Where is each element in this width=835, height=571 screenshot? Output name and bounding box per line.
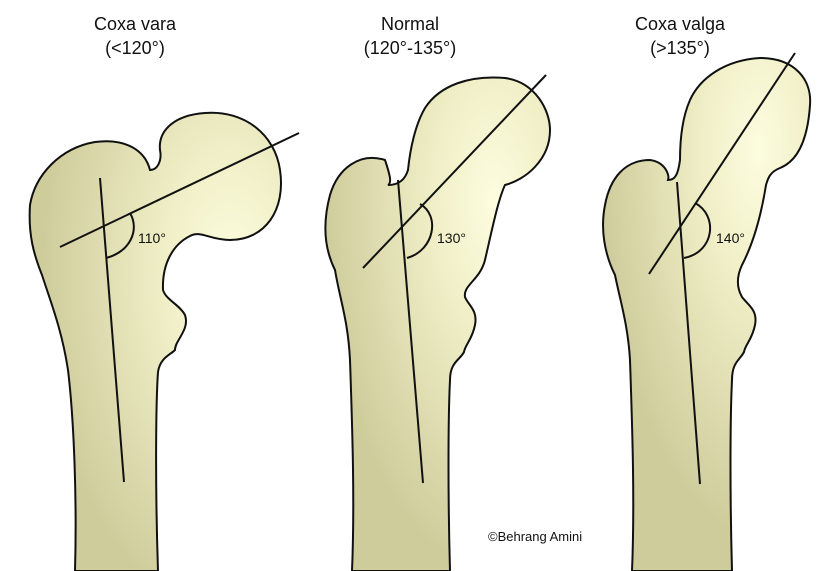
panel-title: Coxa vara xyxy=(93,14,177,34)
angle-label-normal: 130° xyxy=(437,230,466,246)
copyright-credit: ©Behrang Amini xyxy=(488,529,583,544)
panel-angle-range: (>135°) xyxy=(650,38,710,58)
shaft-axis-coxa-vara xyxy=(99,177,125,483)
caption-normal: Normal (120°-135°) xyxy=(330,12,490,60)
angle-label-coxa-valga: 140° xyxy=(716,230,745,246)
panel-angle-range: (120°-135°) xyxy=(363,38,457,58)
panel-angle-range: (<120°) xyxy=(105,38,165,58)
femur-normal xyxy=(324,74,552,571)
shaft-axis-normal xyxy=(397,179,424,484)
caption-coxa-valga: Coxa valga (>135°) xyxy=(600,12,760,60)
shaft-axis-coxa-valga xyxy=(676,181,701,485)
panel-title: Normal xyxy=(380,14,439,34)
panel-title: Coxa valga xyxy=(634,14,726,34)
femur-outline-normal xyxy=(324,76,552,571)
angle-arc-coxa-vara xyxy=(105,212,135,259)
angle-arc-normal xyxy=(406,203,434,259)
neck-axis-normal xyxy=(362,74,547,269)
femur-coxa-valga xyxy=(602,52,812,571)
caption-coxa-vara: Coxa vara (<120°) xyxy=(60,12,210,60)
angle-label-coxa-vara: 110° xyxy=(138,230,166,246)
neck-axis-coxa-vara xyxy=(59,132,300,248)
angle-arc-coxa-valga xyxy=(683,202,711,259)
femur-outline-coxa-vara xyxy=(28,111,282,571)
femur-outline-coxa-valga xyxy=(602,56,812,571)
femur-coxa-vara xyxy=(28,111,300,571)
neck-axis-coxa-valga xyxy=(648,52,796,275)
